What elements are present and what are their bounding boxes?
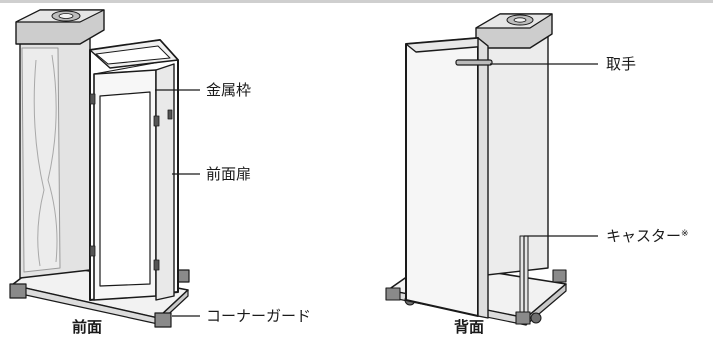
caption-back: 背面 (454, 318, 485, 336)
callout-front-door: 前面扉 (206, 165, 252, 183)
front-door-panel (155, 63, 175, 301)
back-cabinet-side (477, 37, 489, 319)
top-rule (0, 0, 713, 3)
callout-corner-guard: コーナーガード (206, 307, 312, 325)
back-leaders (490, 63, 598, 312)
front-view (9, 9, 190, 328)
callout-caster-text: キャスター (606, 227, 682, 245)
front-caster-front (154, 312, 172, 328)
callout-caster: キャスター※ (606, 227, 689, 245)
callout-metal-frame: 金属枠 (206, 81, 252, 99)
callout-handle: 取手 (606, 55, 637, 73)
back-handle (455, 59, 493, 66)
callout-caster-mark: ※ (681, 229, 689, 239)
front-caster-left (9, 283, 27, 299)
caption-front: 前面 (72, 318, 103, 336)
front-leaders (155, 89, 200, 317)
back-cabinet-body (405, 37, 479, 317)
back-caster-front (515, 311, 531, 325)
back-view (385, 13, 567, 326)
